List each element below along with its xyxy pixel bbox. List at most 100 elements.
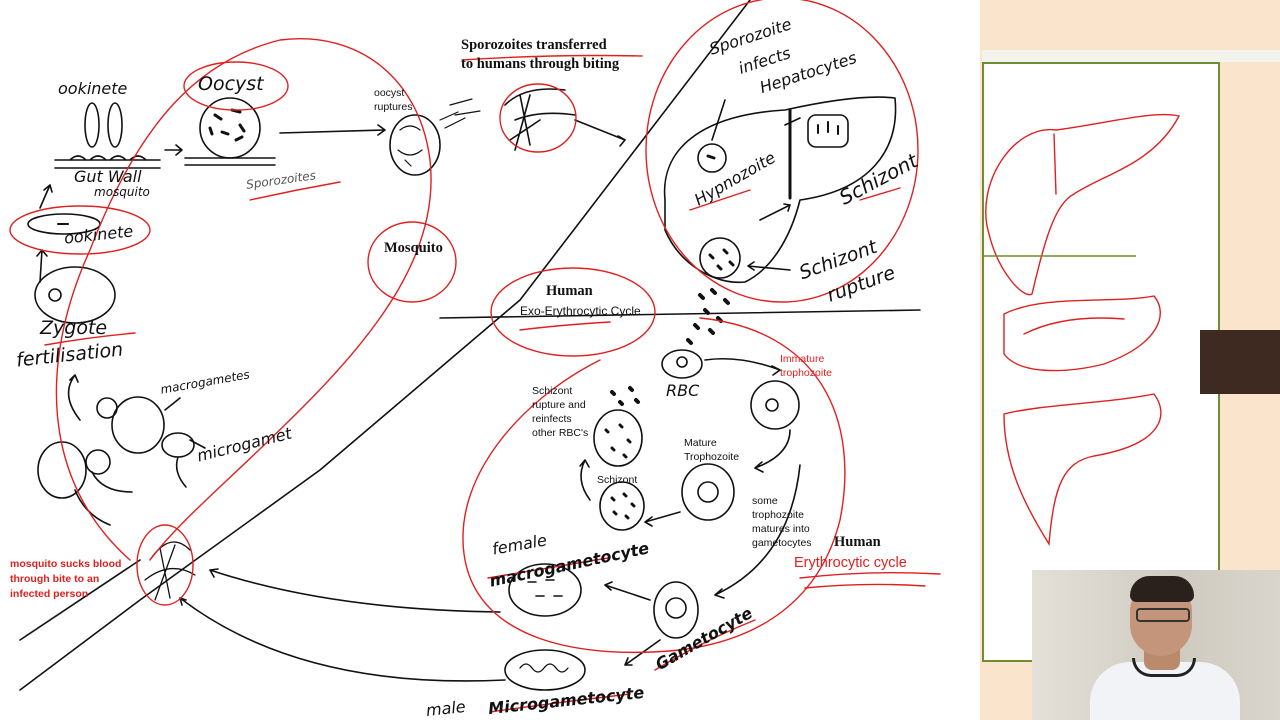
presenter-hair	[1130, 576, 1194, 602]
arrow-schizont-up	[579, 459, 591, 501]
arrow-to-mature	[754, 429, 791, 473]
arrow-zygote-up	[36, 249, 48, 283]
diagram-drawing	[9, 0, 941, 713]
red-circle-liver	[645, 0, 919, 303]
hand-zygote: Zygote	[40, 317, 108, 339]
gut-wall-cells	[54, 155, 161, 169]
label-erythrocytic-cycle: Erythrocytic cycle	[794, 555, 907, 571]
arrow-macro-to-mosquito	[209, 568, 501, 613]
schizont-rupture-release	[610, 386, 640, 406]
side-panel-top-band	[982, 50, 1280, 62]
red-circle-human-exo	[490, 267, 656, 357]
red-circle-oocyst	[183, 61, 289, 111]
divider-line-lower-left	[19, 559, 141, 641]
arrow-to-liver	[574, 119, 626, 147]
label-oocyst-ruptures-2: ruptures	[374, 101, 413, 113]
red-underline-hypnozoite	[689, 189, 751, 211]
mature-trophozoite-cell	[681, 463, 735, 521]
red-underline-macrogametocyte	[487, 557, 609, 579]
ookinete-arrow	[164, 144, 183, 156]
label-some-trophozoite-4: gametocytes	[752, 537, 812, 549]
ookinete-cell-1	[84, 102, 100, 148]
macrogamete-small	[96, 397, 118, 419]
ruptured-oocyst	[389, 114, 441, 176]
gametocyte-left-2	[85, 449, 111, 475]
schizont-liver-spots	[817, 121, 839, 135]
label-mature-trophozoite-2: Trophozoite	[684, 451, 740, 463]
microgamete-cell	[161, 432, 195, 458]
red-underline-sporozoites	[249, 181, 341, 201]
hand-gut-mosquito: mosquito	[94, 185, 150, 199]
side-panel-dark-tab	[1200, 330, 1280, 394]
label-schizont: Schizont	[597, 474, 638, 486]
arrow-rbc-to-immature	[704, 357, 781, 376]
hand-male: male	[425, 696, 467, 720]
hand-rbc: RBC	[666, 381, 700, 400]
gametocyte-core	[665, 597, 687, 619]
arrow-hepatocyte-pointer	[711, 99, 726, 141]
immature-trophozoite-cell	[750, 380, 800, 430]
merozoites-falling	[686, 288, 730, 345]
red-circle-bite-bottom	[136, 524, 194, 606]
arrow-microgamete-pointer	[189, 439, 206, 449]
hand-gut-wall: Gut Wall	[74, 167, 142, 186]
oocyst-base	[184, 157, 276, 166]
label-schizont-rupture-3: reinfects	[532, 413, 572, 425]
schizont-liver-cell	[807, 114, 849, 148]
red-circle-ookinete	[9, 205, 151, 255]
schizont-rbc-spots	[610, 492, 636, 520]
red-underline-erythrocytic	[799, 571, 941, 589]
label-human-exo: Human	[546, 283, 593, 299]
red-circle-mosquito	[367, 221, 457, 303]
liver-sketches	[984, 113, 1181, 547]
red-underline-exo	[519, 321, 611, 331]
zygote-cell	[34, 266, 116, 324]
arrow-liver-cell	[784, 117, 801, 126]
red-underline-microgametocyte	[489, 693, 631, 713]
presenter-glasses	[1136, 608, 1190, 622]
divider-line-main	[19, 0, 751, 691]
schizont-rupture-rbc-spots	[604, 423, 632, 459]
schizont-rbc-cell	[599, 481, 645, 531]
red-circle-bite-top	[499, 83, 577, 153]
macrogametocyte-cell	[508, 563, 582, 617]
microgamete-tail	[175, 456, 187, 488]
oocyst-spots	[208, 108, 246, 142]
red-loop-erythrocytic	[462, 317, 846, 654]
liver-sketch-3	[1003, 393, 1162, 547]
rbc-cell	[661, 349, 703, 379]
label-mosquito-sucks-3: infected person	[10, 588, 89, 600]
divider-line-horizontal	[439, 309, 921, 319]
microgametocyte-squiggles	[519, 663, 569, 673]
sporozoite-release	[439, 98, 481, 129]
red-underline-gametocyte	[654, 619, 756, 671]
schizont-rupture-spots	[708, 248, 735, 271]
arrow-to-gametocyte	[714, 464, 801, 599]
label-schizont-rupture-1: Schizont	[532, 385, 573, 397]
label-some-trophozoite-2: trophozoite	[752, 509, 804, 521]
label-oocyst-ruptures-1: oocyst	[374, 87, 405, 99]
label-mosquito: Mosquito	[384, 240, 443, 256]
label-sporozoites-transferred-1: Sporozoites transferred	[461, 37, 607, 53]
label-exo-erythrocytic-cycle: Exo-Erythrocytic Cycle	[520, 304, 641, 318]
immature-trophozoite-ring	[765, 398, 779, 412]
ruptured-oocyst-inner	[397, 125, 423, 167]
label-immature-trophozoite-1: Immature	[780, 353, 825, 365]
microgametocyte-cell	[504, 649, 586, 691]
mosquito-sketch-top	[504, 88, 576, 151]
liver-sketch-2	[1003, 295, 1161, 372]
red-underline-zygote	[44, 332, 136, 346]
hepatocyte-infected	[697, 143, 727, 173]
liver-sketch-1	[985, 113, 1181, 296]
arrow-oocyst-to-rupture	[279, 124, 386, 136]
gametocyte-left-1	[37, 441, 87, 499]
mature-trophozoite-core	[697, 481, 719, 503]
arrow-schizont-rupture	[747, 261, 791, 271]
arrow-fertilisation-up	[67, 374, 81, 421]
liver-sketch-2-inner	[1023, 317, 1125, 335]
zygote-core	[48, 288, 62, 302]
label-schizont-rupture-2: rupture and	[532, 399, 586, 411]
label-some-trophozoite-3: matures into	[752, 523, 810, 535]
red-underline-schizont	[859, 187, 901, 201]
